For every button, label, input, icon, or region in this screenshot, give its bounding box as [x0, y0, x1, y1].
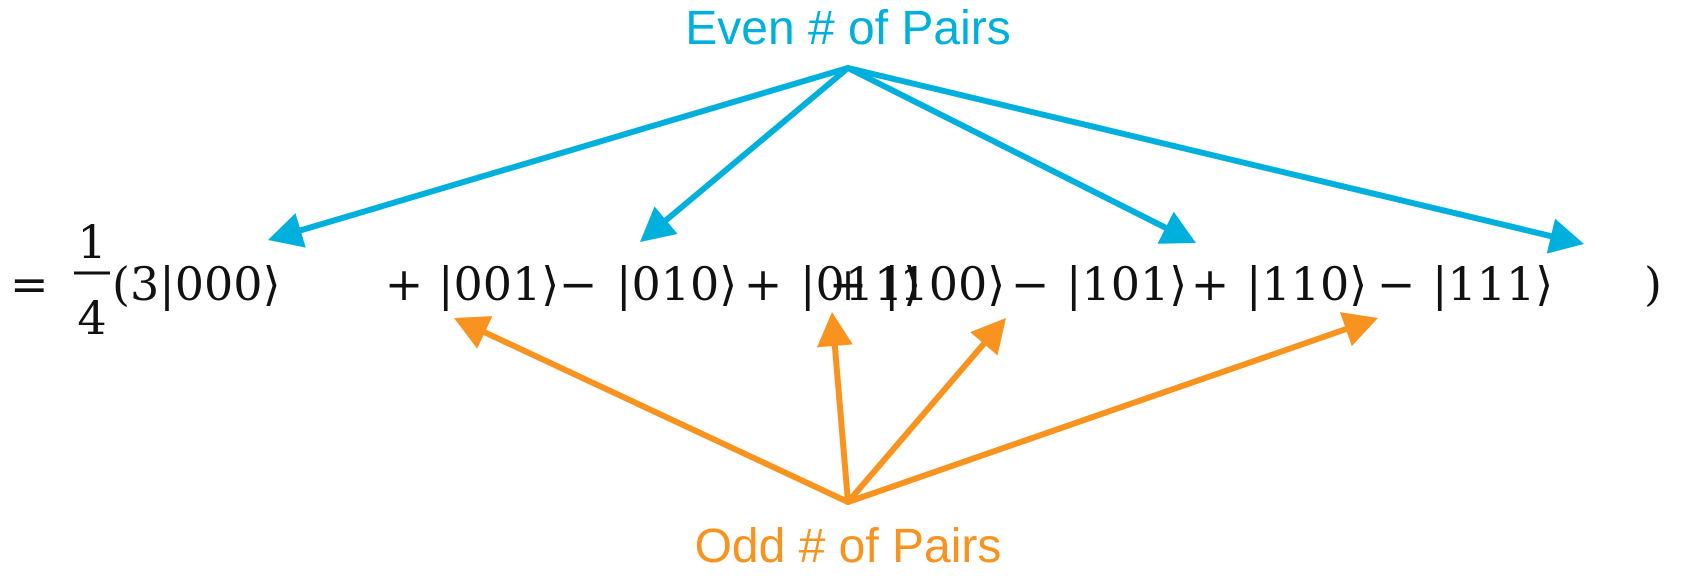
equation: = 1 4 (3|000⟩+|001⟩−|010⟩+|011⟩+|100⟩−|1… — [10, 215, 1662, 345]
even-arrow-000-shaft — [293, 65, 851, 235]
term-sign: + — [385, 257, 424, 311]
fraction-numerator: 1 — [77, 215, 106, 269]
term-sign: − — [559, 257, 598, 311]
ket-term-011: |011⟩ — [800, 257, 921, 311]
equals-sign: = — [10, 257, 49, 311]
term-sign: − — [1377, 257, 1416, 311]
odd-arrow-110-head — [1339, 312, 1378, 347]
even-arrow-111-head — [1546, 218, 1584, 254]
odd-arrow-011-shaft — [831, 338, 851, 505]
term-sign: + — [744, 257, 783, 311]
term-sign: − — [1011, 257, 1050, 311]
term-sign: + — [1191, 257, 1230, 311]
odd-arrow-001-head — [454, 316, 493, 349]
odd-arrow-100-head — [970, 318, 1006, 356]
ket-term-010: |010⟩ — [616, 257, 737, 311]
odd-arrow-group — [454, 312, 1378, 505]
even-arrow-101-shaft — [845, 65, 1173, 233]
ket-term-110: |110⟩ — [1246, 257, 1367, 311]
even-arrow-101-head — [1157, 211, 1196, 244]
fraction-denominator: 4 — [77, 291, 106, 345]
even-arrow-group — [268, 65, 1584, 254]
ket-term-111: |111⟩ — [1432, 257, 1553, 311]
odd-arrow-110-shaft — [845, 324, 1353, 505]
even-arrow-010-head — [640, 206, 678, 242]
odd-pairs-label: Odd # of Pairs — [695, 520, 1002, 573]
close-paren: ) — [1644, 257, 1662, 311]
term-sign: + — [829, 257, 868, 311]
equation-terms: (3|000⟩+|001⟩−|010⟩+|011⟩+|100⟩−|101⟩+|1… — [112, 257, 1662, 311]
even-arrow-111-shaft — [845, 65, 1558, 241]
odd-arrow-001-shaft — [478, 327, 851, 505]
ket-term-101: |101⟩ — [1066, 257, 1187, 311]
ket-term-000: 3|000⟩ — [130, 257, 281, 311]
ket-term-001: |001⟩ — [438, 257, 559, 311]
ket-term-100: |100⟩ — [884, 257, 1005, 311]
open-paren: ( — [112, 257, 130, 311]
even-pairs-label: Even # of Pairs — [685, 2, 1011, 55]
odd-arrow-100-shaft — [845, 337, 990, 505]
even-arrow-010-shaft — [660, 65, 851, 226]
even-arrow-000-head — [268, 213, 306, 248]
odd-arrow-011-head — [816, 312, 853, 348]
